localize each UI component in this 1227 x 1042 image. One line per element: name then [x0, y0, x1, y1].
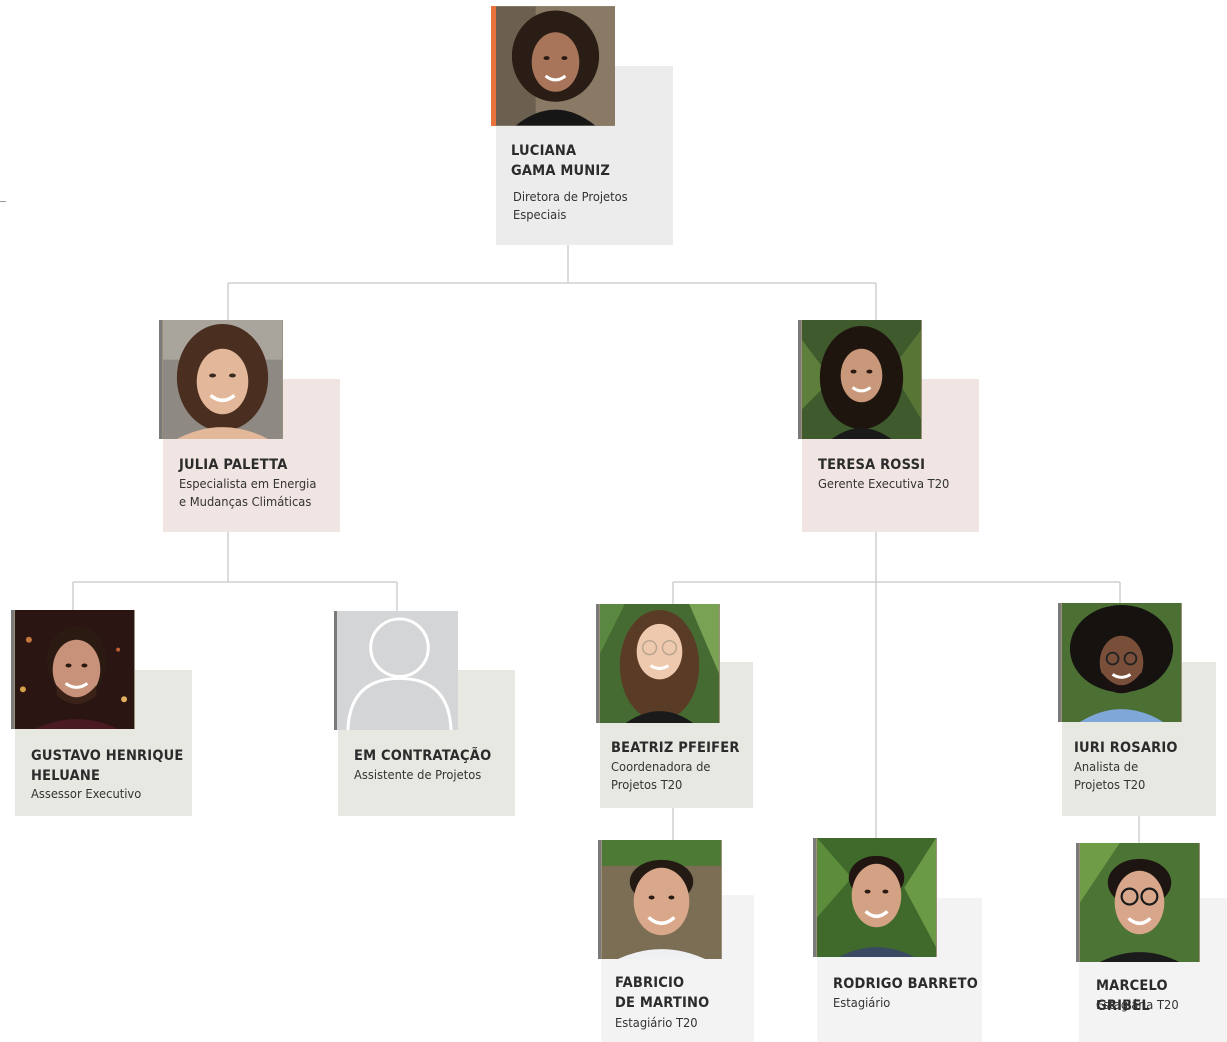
portrait-gustavo	[11, 610, 135, 729]
margin-tick	[0, 201, 6, 202]
portrait-teresa	[798, 320, 922, 439]
person-name: BEATRIZ PFEIFER	[611, 740, 740, 756]
person-name: FABRICIO DE MARTINO	[615, 975, 710, 1011]
person-role: Gerente Executiva T20	[818, 476, 950, 491]
portrait-beatriz	[596, 604, 720, 723]
person-role: Assessor Executivo	[31, 786, 142, 801]
person-role: Analista de Projetos T20	[1074, 759, 1146, 792]
person-name: JULIA PALETTA	[179, 457, 288, 473]
user-silhouette-icon	[338, 611, 457, 730]
portrait-marcelo	[1076, 843, 1200, 962]
person-name: MARCELO GRIBEL	[1096, 978, 1168, 1014]
person-role: Coordenadora de Projetos T20	[611, 759, 711, 792]
portrait-rodrigo	[813, 838, 937, 957]
portrait-iuri	[1058, 603, 1182, 722]
person-name: RODRIGO BARRETO	[833, 976, 978, 992]
person-role: Estagiária T20	[1096, 997, 1179, 1012]
portrait-luciana	[491, 6, 615, 126]
person-name: GUSTAVO HENRIQUE HELUANE	[31, 748, 184, 784]
person-role: Assistente de Projetos	[354, 767, 482, 782]
person-role: Estagiário	[833, 995, 891, 1010]
avatar-placeholder	[334, 611, 458, 730]
portrait-julia	[159, 320, 283, 439]
person-name: TERESA ROSSI	[818, 457, 926, 473]
portrait-fabricio	[598, 840, 722, 959]
person-name: IURI ROSARIO	[1074, 740, 1178, 756]
person-role: Diretora de Projetos Especiais	[513, 189, 628, 222]
person-name: EM CONTRATAÇÃO	[354, 748, 492, 764]
person-role: Estagiário T20	[615, 1015, 698, 1030]
person-name: LUCIANA GAMA MUNIZ	[511, 143, 611, 179]
person-role: Especialista em Energia e Mudanças Climá…	[179, 476, 317, 509]
